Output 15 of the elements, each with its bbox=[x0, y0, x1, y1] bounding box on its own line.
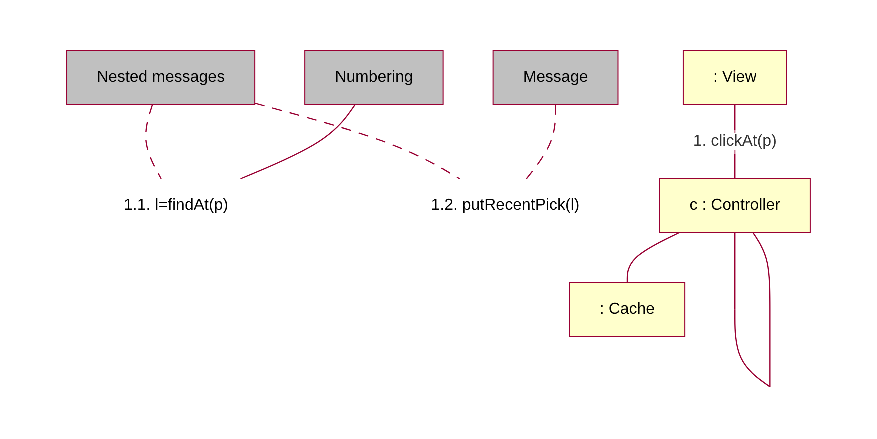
connector bbox=[526, 105, 556, 180]
node-box: : Cache bbox=[569, 282, 686, 338]
connector bbox=[734, 233, 771, 388]
connector bbox=[240, 105, 356, 180]
node-box: : View bbox=[682, 50, 788, 106]
node-box: c : Controller bbox=[659, 178, 811, 234]
connector bbox=[254, 103, 460, 180]
node-box: Numbering bbox=[304, 50, 444, 106]
edge-label: 1. clickAt(p) bbox=[693, 133, 777, 150]
node-box: Nested messages bbox=[66, 50, 256, 106]
node-text: 1.2. putRecentPick(l) bbox=[431, 197, 580, 214]
node-text: 1.1. l=findAt(p) bbox=[124, 197, 228, 214]
node-box: Message bbox=[492, 50, 618, 106]
connector bbox=[145, 105, 162, 180]
connector bbox=[626, 232, 680, 284]
